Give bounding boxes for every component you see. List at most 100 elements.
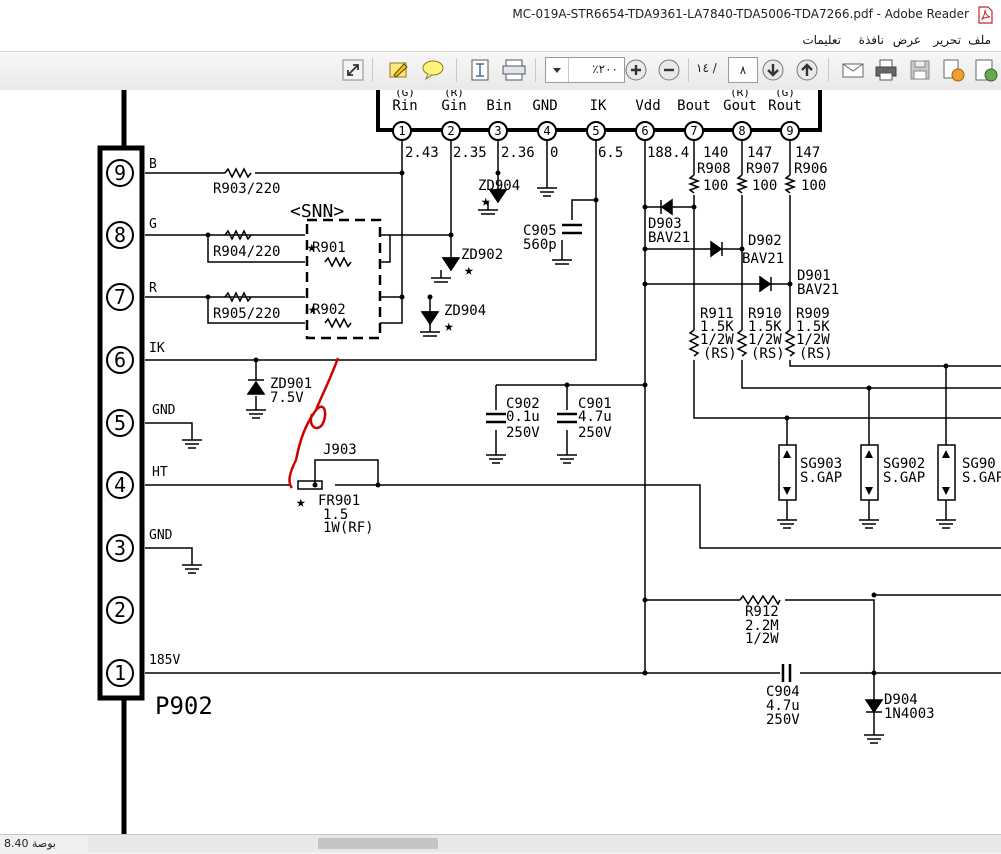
ic-pin-number: 3	[494, 124, 501, 138]
connector-pin: 9	[114, 161, 126, 185]
voltage-label: 6.5	[598, 145, 623, 161]
component-label: 7.5V	[270, 390, 304, 406]
email-icon[interactable]	[840, 57, 866, 83]
component-label: ZD904	[444, 303, 486, 319]
component-label: D903	[648, 216, 682, 232]
component-label: 1/2W	[700, 332, 734, 348]
ic-pin-alt: (G)	[395, 90, 415, 99]
component-label: FR901	[318, 493, 360, 509]
voltage-label: 147	[795, 145, 820, 161]
signal-label: 185V	[149, 653, 180, 668]
menu-file[interactable]: ملف	[968, 33, 991, 47]
zoom-value: ٢٠٠٪	[592, 62, 618, 76]
ic-pin-label: Rin	[392, 98, 417, 114]
page-number-input[interactable]: ٨	[728, 57, 758, 83]
component-label: S.GAP	[962, 470, 1001, 486]
component-label: 1.5K	[796, 319, 830, 335]
sign-icon[interactable]	[940, 57, 966, 83]
ic-pin-number: 4	[543, 124, 550, 138]
document-view[interactable]: 9 8 7 6 5 4 3 2 1 B G R IK GND HT GND 18…	[0, 90, 1001, 834]
menu-help[interactable]: تعليمات	[802, 33, 841, 47]
component-label: D902	[748, 233, 782, 249]
component-label: 100	[752, 178, 777, 194]
print-icon[interactable]	[873, 57, 899, 83]
component-label: 100	[801, 178, 826, 194]
schematic-page: 9 8 7 6 5 4 3 2 1 B G R IK GND HT GND 18…	[97, 90, 1001, 834]
ic-pin-number: 8	[738, 124, 745, 138]
horizontal-scrollbar[interactable]	[88, 835, 1001, 852]
pdf-app-icon	[978, 6, 993, 24]
ic-pin-alt: (R)	[444, 90, 464, 99]
component-label: R903/220	[213, 181, 280, 197]
page-size-label: بوصة 8.40	[4, 837, 56, 850]
component-label: R906	[794, 161, 828, 177]
component-label: R907	[746, 161, 780, 177]
signal-label: GND	[152, 403, 176, 418]
zoom-select[interactable]: ٢٠٠٪	[545, 57, 625, 83]
highlight-icon[interactable]	[386, 57, 412, 83]
svg-text:★: ★	[464, 260, 474, 279]
component-label: R904/220	[213, 244, 280, 260]
component-label: D904	[884, 692, 918, 708]
menu-bar: ملف تحرير عرض نافذة تعليمات	[0, 30, 1001, 51]
component-label: 1/2W	[745, 631, 779, 647]
component-label: R908	[697, 161, 731, 177]
scrollbar-thumb[interactable]	[318, 838, 438, 849]
component-label: J903	[323, 442, 357, 458]
connector-pin: 2	[114, 598, 126, 622]
expand-icon[interactable]	[340, 57, 366, 83]
component-label: R912	[745, 604, 779, 620]
component-label: 560p	[523, 237, 557, 253]
ic-pin-number: 6	[641, 124, 648, 138]
zoom-out-icon[interactable]	[656, 57, 682, 83]
component-label: (RS)	[703, 346, 737, 362]
component-label: 2.2M	[745, 618, 779, 634]
menu-view[interactable]: عرض	[892, 33, 921, 47]
previous-page-icon[interactable]	[794, 57, 820, 83]
svg-text:★: ★	[481, 191, 491, 210]
connector-pin: 7	[114, 285, 126, 309]
signal-label: R	[149, 281, 157, 296]
save-icon[interactable]	[907, 57, 933, 83]
component-label: 250V	[578, 425, 612, 441]
component-label: S.GAP	[800, 470, 842, 486]
share-icon[interactable]	[972, 57, 998, 83]
zoom-in-icon[interactable]	[623, 57, 649, 83]
component-label: R909	[796, 306, 830, 322]
connector-pin: 1	[114, 661, 126, 685]
component-label: ZD904	[478, 178, 520, 194]
connector-pin: 3	[114, 536, 126, 560]
component-label: 1/2W	[796, 332, 830, 348]
component-label: SG903	[800, 456, 842, 472]
component-label: <SNN>	[290, 201, 344, 222]
voltage-label: 0	[550, 145, 558, 161]
connector-pin: 6	[114, 348, 126, 372]
svg-text:★: ★	[308, 299, 318, 318]
ic-pin-alt: (G)	[775, 90, 795, 99]
component-label: 250V	[506, 425, 540, 441]
component-label: R905/220	[213, 306, 280, 322]
component-label: 1/2W	[748, 332, 782, 348]
fit-page-icon[interactable]	[467, 57, 493, 83]
component-label: 0.1u	[506, 409, 540, 425]
fit-width-icon[interactable]	[501, 57, 527, 83]
component-label: ZD902	[461, 247, 503, 263]
voltage-label: 2.36	[501, 145, 535, 161]
chevron-down-icon[interactable]	[546, 58, 569, 82]
ic-pin-number: 5	[592, 124, 599, 138]
component-label: R911	[700, 306, 734, 322]
svg-text:★: ★	[307, 237, 317, 256]
ic-pin-label: IK	[590, 98, 607, 114]
voltage-label: 2.43	[405, 145, 439, 161]
comment-icon[interactable]	[420, 57, 446, 83]
component-label: S.GAP	[883, 470, 925, 486]
ic-pin-label: Rout	[768, 98, 802, 114]
signal-label: B	[149, 157, 157, 172]
menu-edit[interactable]: تحرير	[933, 33, 961, 47]
menu-window[interactable]: نافذة	[858, 33, 884, 47]
next-page-icon[interactable]	[760, 57, 786, 83]
svg-text:★: ★	[444, 316, 454, 335]
ic-pin-label: Bout	[677, 98, 711, 114]
ic-pin-label: Vdd	[635, 98, 660, 114]
signal-label: GND	[149, 528, 173, 543]
